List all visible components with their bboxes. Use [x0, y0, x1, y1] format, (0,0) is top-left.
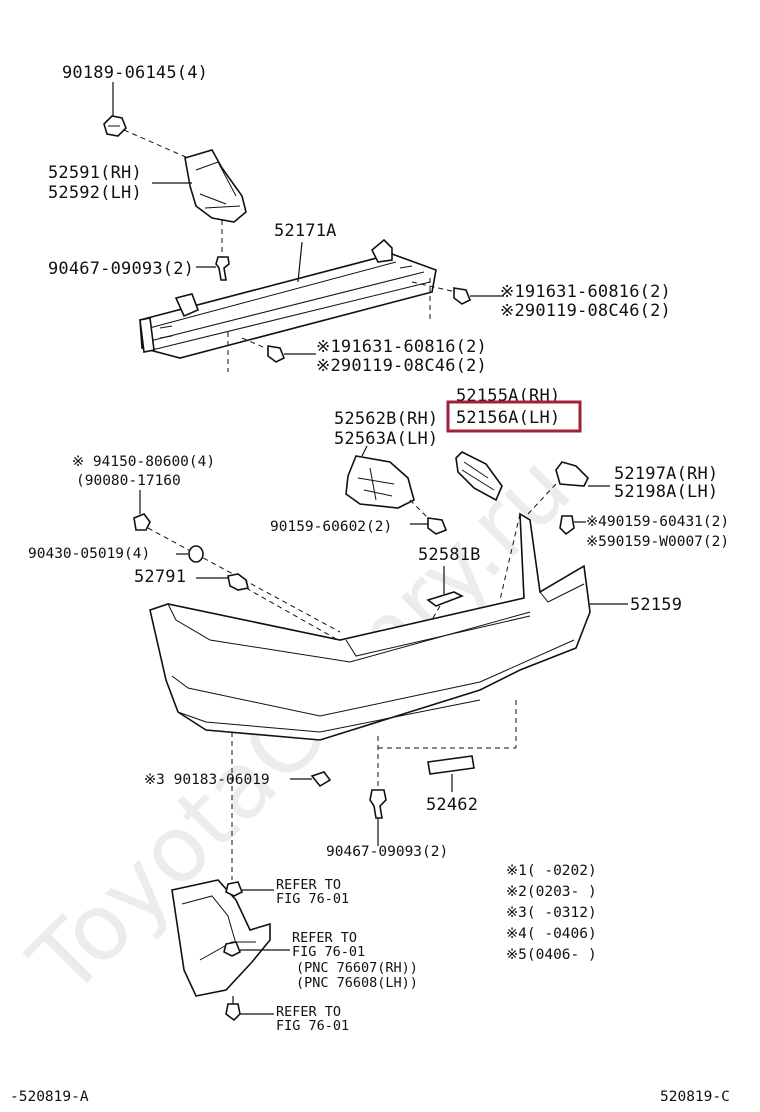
label-52197a-rh: 52197A(RH)	[614, 464, 718, 484]
ref-76-01-c-line1: REFER TO	[276, 1004, 341, 1020]
ref-pnc-76608: (PNC 76608(LH))	[296, 975, 418, 991]
mudflap-drawing	[171, 879, 271, 997]
label-90080-17160: (90080-17160	[76, 473, 181, 489]
label-191631-left: ※191631-60816(2)	[316, 337, 487, 357]
bolt-191631-left-drawing	[267, 345, 316, 363]
footer-right-code: 520819-C	[660, 1089, 730, 1105]
ref-76-01-c-line2: FIG 76-01	[276, 1018, 349, 1034]
label-191631-right: ※191631-60816(2)	[500, 282, 671, 302]
label-52791: 52791	[134, 567, 186, 587]
label-52159: 52159	[630, 595, 682, 615]
ref-76-01-b-line1: REFER TO	[292, 930, 357, 946]
label-490159-60431: ※490159-60431(2)	[586, 514, 729, 530]
label-90467-09093-bottom: 90467-09093(2)	[326, 844, 448, 860]
clip-90189-drawing	[103, 82, 127, 137]
legend-item-5: ※5(0406- )	[506, 947, 597, 963]
clip-90183-drawing	[290, 771, 332, 788]
footer-left-code: -520819-A	[10, 1089, 89, 1105]
screw-mudflap-mid-drawing	[223, 941, 290, 957]
label-52198a-lh: 52198A(LH)	[614, 482, 718, 502]
nut-94150-drawing	[133, 490, 151, 531]
ref-76-01-b-line2: FIG 76-01	[292, 944, 365, 960]
bracket-52156a-drawing	[455, 451, 503, 502]
bracket-52591-drawing	[152, 149, 247, 223]
screw-90159-60431-drawing	[559, 515, 586, 536]
label-52581b: 52581B	[418, 545, 481, 565]
ref-76-01-a-line2: FIG 76-01	[276, 891, 349, 907]
label-52591-rh: 52591(RH)	[48, 163, 142, 183]
washer-90430-drawing	[176, 545, 204, 563]
label-52462: 52462	[426, 795, 478, 815]
legend-item-4: ※4( -0406)	[506, 926, 597, 942]
label-290119-right: ※290119-08C46(2)	[500, 301, 671, 321]
label-52562b-rh: 52562B(RH)	[334, 409, 438, 429]
legend-item-2: ※2(0203- )	[506, 884, 597, 900]
screw-mudflap-top-drawing	[225, 881, 274, 897]
reflector-52581b-drawing	[426, 566, 464, 607]
reinforcement-52171a-drawing	[139, 238, 437, 359]
bolt-191631-right-drawing	[453, 287, 504, 305]
legend-item-3: ※3( -0312)	[506, 905, 597, 921]
bolt-90159-60602-drawing	[410, 517, 448, 535]
pad-52462-drawing	[427, 755, 475, 792]
label-94150-80600: ※ 94150-80600(4)	[72, 454, 215, 470]
legend-item-1: ※1( -0202)	[506, 863, 597, 879]
label-590159-w0007: ※590159-W0007(2)	[586, 534, 729, 550]
label-90430-05019: 90430-05019(4)	[28, 546, 150, 562]
bracket-52197a-drawing	[555, 461, 610, 487]
clip-52791-drawing	[196, 573, 249, 591]
label-90159-60602: 90159-60602(2)	[270, 519, 392, 535]
bumper-cover-52159-drawing	[149, 512, 628, 741]
screw-mudflap-bottom-drawing	[225, 996, 274, 1022]
label-90183-06019: ※3 90183-06019	[144, 772, 270, 788]
label-90467-09093-top: 90467-09093(2)	[48, 259, 194, 279]
label-52563a-lh: 52563A(LH)	[334, 429, 438, 449]
label-52592-lh: 52592(LH)	[48, 183, 142, 203]
clip-90467-bottom-drawing	[369, 789, 387, 846]
label-52156a-lh: 52156A(LH)	[456, 408, 560, 428]
retainer-52562b-drawing	[345, 445, 415, 509]
label-52171a: 52171A	[274, 221, 337, 241]
ref-76-01-a-line1: REFER TO	[276, 877, 341, 893]
highlight-box	[446, 400, 582, 433]
ref-pnc-76607: (PNC 76607(RH))	[296, 960, 418, 976]
label-90189-06145: 90189-06145(4)	[62, 63, 208, 83]
label-290119-left: ※290119-08C46(2)	[316, 356, 487, 376]
clip-90467-top-drawing	[196, 256, 230, 281]
